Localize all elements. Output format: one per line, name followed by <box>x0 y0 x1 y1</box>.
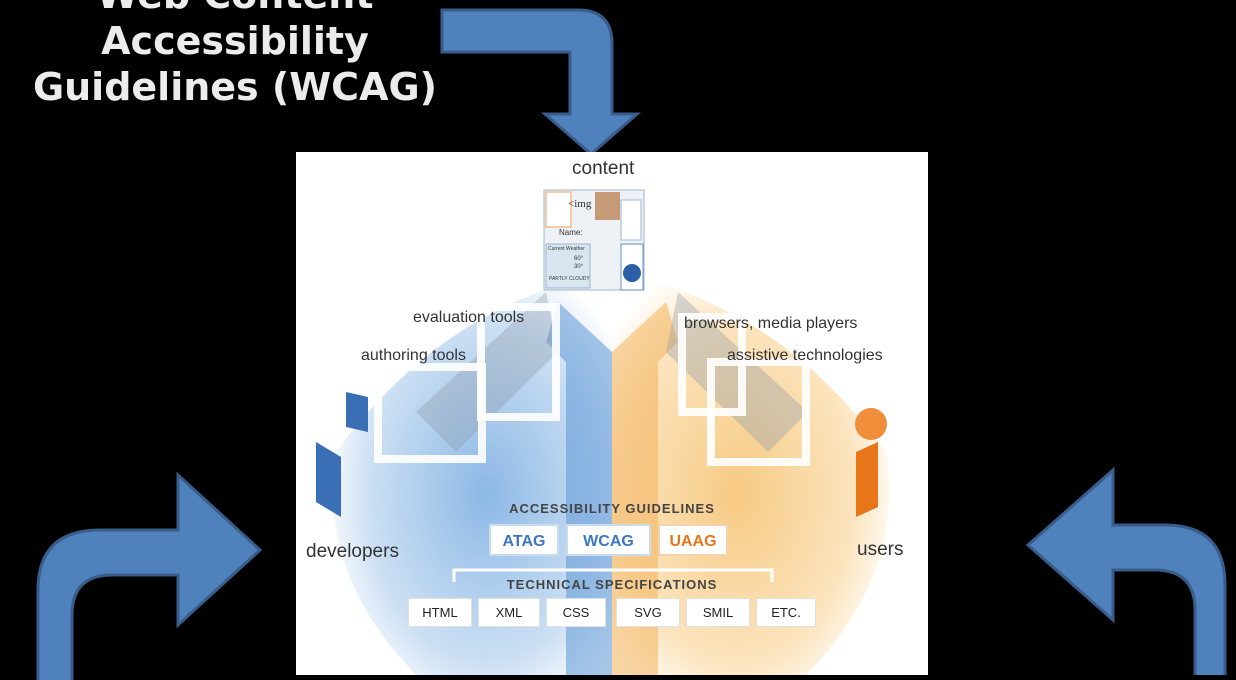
spec-html: HTML <box>408 598 472 627</box>
spec-smil: SMIL <box>686 598 750 627</box>
weather-status: PARTLY CLOUDY <box>549 276 590 282</box>
technical-specifications-title: TECHNICAL SPECIFICATIONS <box>506 577 718 592</box>
diagram-background <box>316 189 890 675</box>
spec-svg: SVG <box>616 598 680 627</box>
assistive-technologies-label: assistive technologies <box>727 347 883 364</box>
spec-etc: ETC. <box>756 598 816 627</box>
title-line-1: Web Content <box>0 0 470 18</box>
uaag-box: UAAG <box>658 524 728 556</box>
users-label: users <box>857 539 904 560</box>
spec-css: CSS <box>546 598 606 627</box>
top-down-arrow <box>440 8 642 156</box>
weather-temp-low: 30° <box>574 264 584 270</box>
developers-label: developers <box>306 541 399 562</box>
content-name-field: Name: <box>559 228 583 237</box>
authoring-tools-label: authoring tools <box>361 347 466 364</box>
content-label: content <box>572 158 635 179</box>
left-bent-arrow <box>36 471 263 680</box>
slide-title: Web Content Accessibility Guidelines (WC… <box>0 0 470 110</box>
weather-heading: Current Weather <box>548 246 585 252</box>
guidelines-title: ACCESSIBILITY GUIDELINES <box>509 501 715 516</box>
content-img-tag: <img <box>568 198 592 210</box>
weather-temp-high: 60° <box>574 256 584 262</box>
evaluation-tools-label: evaluation tools <box>413 309 525 326</box>
wcag-box: WCAG <box>566 524 651 556</box>
atag-box: ATAG <box>489 524 559 556</box>
right-bent-arrow <box>1025 466 1227 675</box>
accessibility-diagram: content <img Name: Current Weather 60° 3… <box>296 152 928 675</box>
title-line-2: Accessibility <box>101 19 369 63</box>
title-line-3: Guidelines (WCAG) <box>32 65 438 109</box>
browsers-label: browsers, media players <box>684 315 858 332</box>
spec-xml: XML <box>478 598 540 627</box>
